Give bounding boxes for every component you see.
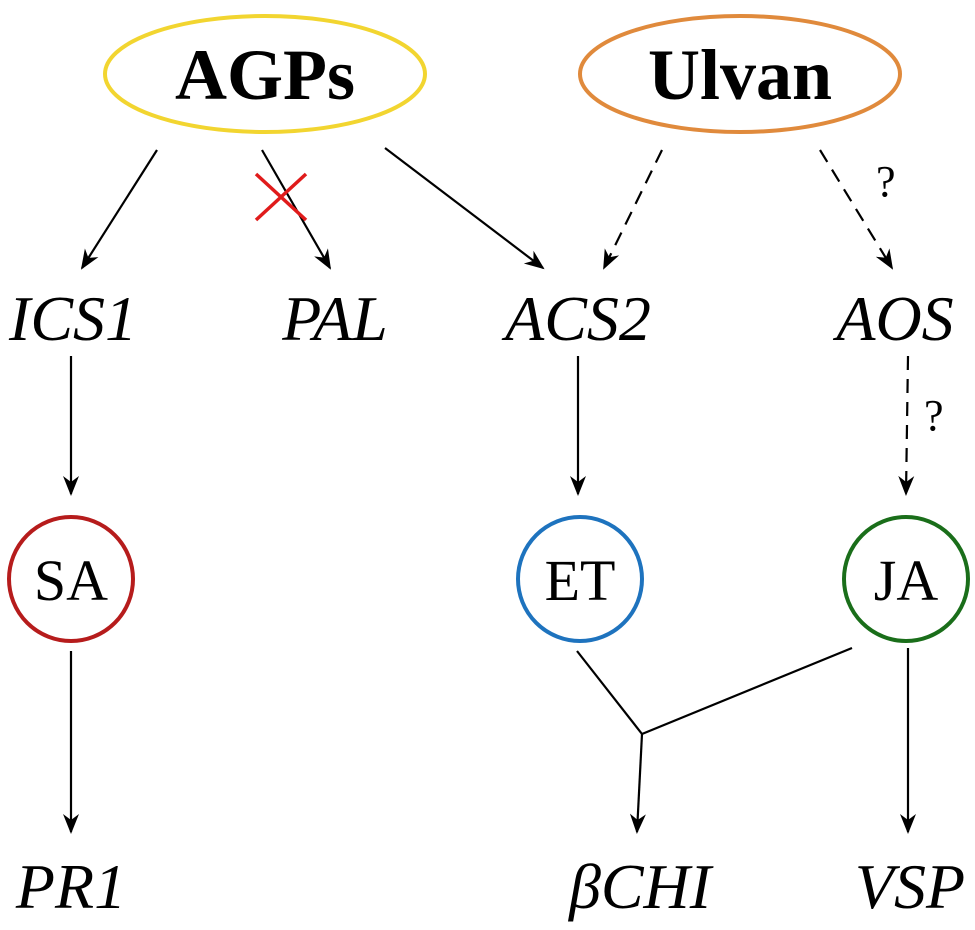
acs2-label: ACS2 — [501, 283, 651, 354]
sa-node-outline — [7, 515, 135, 643]
pal-label: PAL — [281, 283, 388, 354]
ulvan-node-outline — [578, 14, 902, 134]
ja-node-outline — [842, 515, 970, 643]
uncertain-mark-aos-ja: ? — [924, 391, 944, 440]
et-node-outline — [516, 515, 644, 643]
ja-label: JA — [874, 548, 939, 613]
aos-label: AOS — [832, 283, 953, 354]
bchi-label: βCHI — [567, 851, 714, 922]
agps-node-outline — [103, 14, 427, 134]
edge-agps-acs2 — [384, 147, 545, 270]
pr1-label: PR1 — [15, 851, 126, 922]
edge-aos-ja — [898, 355, 915, 496]
edge-ulvan-aos — [819, 149, 894, 270]
sa-label: SA — [34, 548, 108, 613]
ulvan-label: Ulvan — [648, 35, 832, 115]
edge-et-junction — [576, 650, 643, 735]
edge-junction-bchi — [629, 733, 646, 834]
inhibition-x-icon — [254, 172, 308, 222]
ics1-label: ICS1 — [8, 283, 137, 354]
edge-agps-ics1 — [80, 149, 158, 270]
edge-ja-junction — [641, 646, 853, 736]
uncertain-mark-ulvan-aos: ? — [876, 157, 896, 206]
et-label: ET — [545, 548, 616, 613]
agps-label: AGPs — [175, 35, 355, 115]
edge-ulvan-acs2 — [603, 149, 663, 270]
vsp-label: VSP — [855, 851, 965, 922]
